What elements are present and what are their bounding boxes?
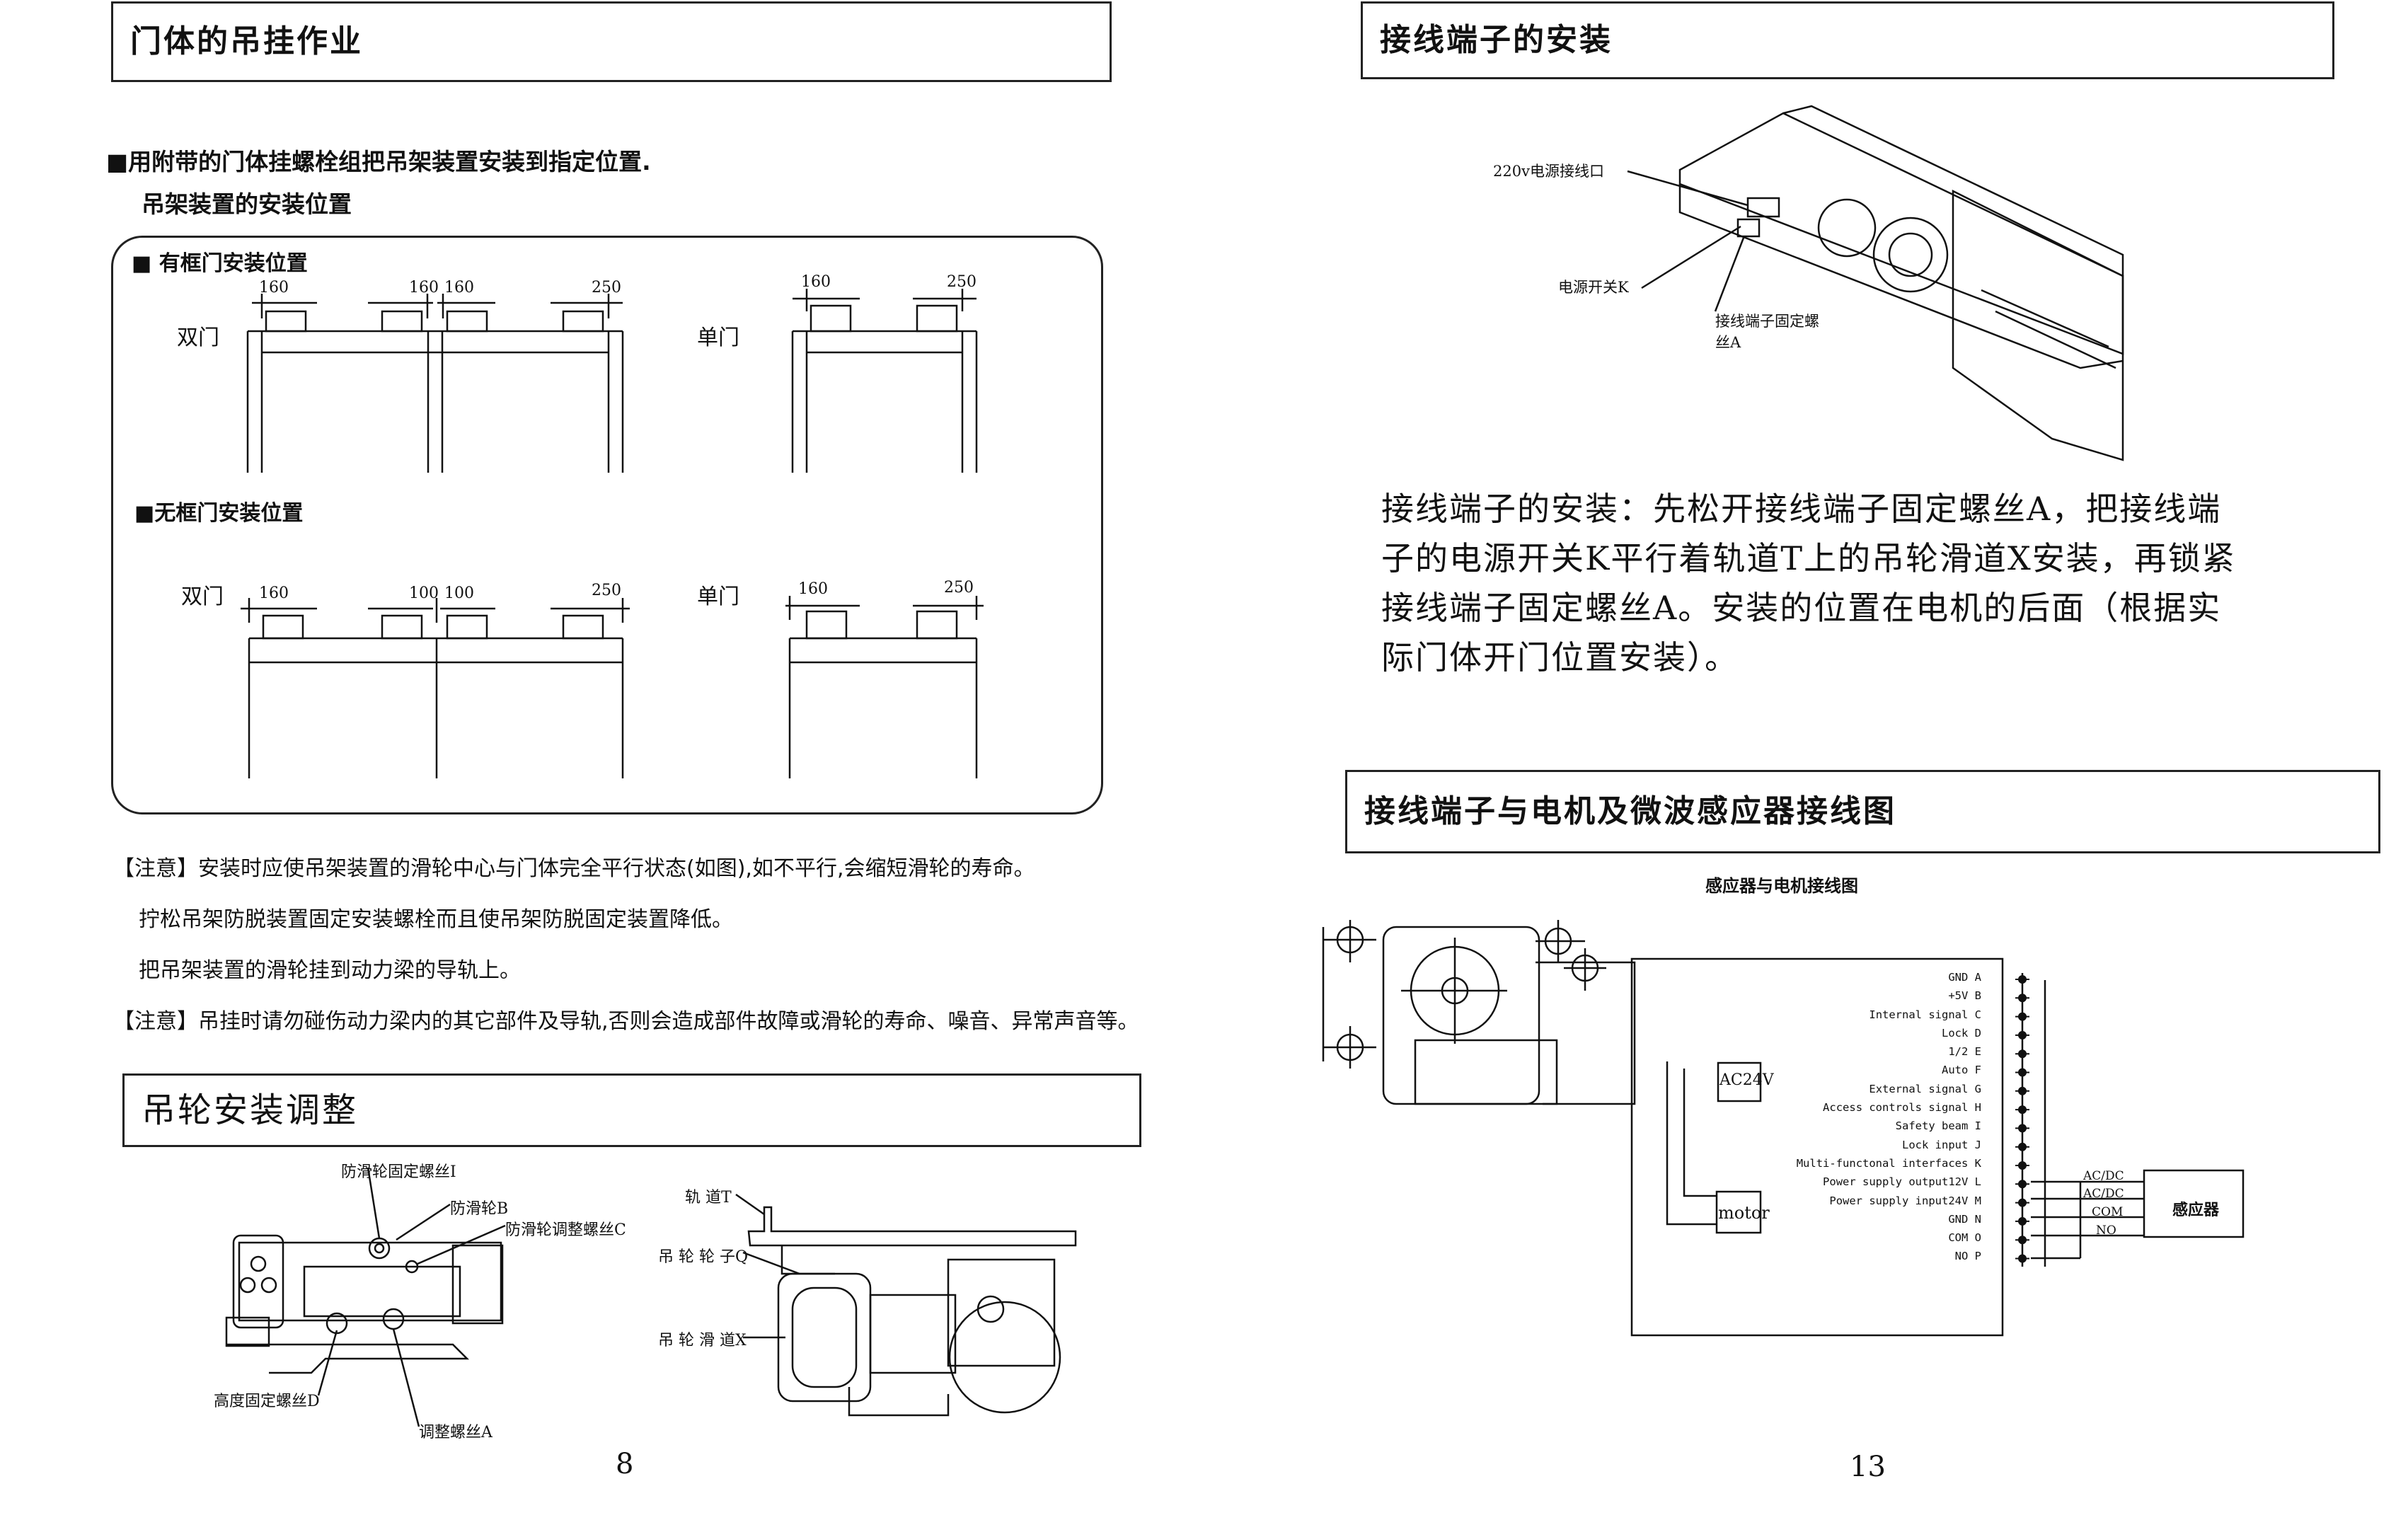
paragraph-line: 接线端子固定螺丝A。安装的位置在电机的后面（根据实 <box>1381 589 2222 627</box>
terminal-label: Access controls signal H <box>1823 1101 1981 1115</box>
label-wheel-q: 吊 轮 轮 子Q <box>658 1248 749 1266</box>
right-title-box: 接线端子的安装 <box>1361 1 2334 79</box>
terminal-label: Lock input J <box>1902 1138 1981 1151</box>
dim-label: 100 <box>409 585 439 602</box>
sensor-wire-label: AC/DC <box>2083 1169 2124 1183</box>
dim-label: 250 <box>592 582 621 599</box>
frameless-heading: ■无框门安装位置 <box>134 501 304 526</box>
dim-label: 250 <box>947 273 977 291</box>
dim-label: 160 <box>409 279 439 296</box>
terminal-list: GND A +5V B Internal signal C Lock D 1/2… <box>1748 971 1981 1269</box>
ac24v-label: AC24V <box>1719 1071 1774 1089</box>
terminal-label: +5V B <box>1948 989 1981 1003</box>
terminal-label: GND A <box>1948 971 1981 984</box>
frameless-double-label: 双门 <box>181 585 224 609</box>
left-page-title: 门体的吊挂作业 <box>130 23 363 59</box>
label-adjust-screw-c: 防滑轮调整螺丝C <box>505 1221 626 1239</box>
dim-label: 100 <box>444 585 474 602</box>
sensor-label: 感应器 <box>2172 1201 2220 1219</box>
label-adjust-screw-a: 调整螺丝A <box>419 1424 492 1441</box>
wiring-title: 接线端子与电机及微波感应器接线图 <box>1364 793 1896 829</box>
note-4: 【注意】吊挂时请勿碰伤动力梁内的其它部件及导轨,否则会造成部件故障或滑轮的寿命、… <box>113 1009 1139 1034</box>
wheel-title: 吊轮安装调整 <box>142 1090 359 1130</box>
label-fixing-screw-a-line2: 丝A <box>1715 334 1741 351</box>
dim-label: 250 <box>592 279 621 296</box>
dim-label: 160 <box>444 279 474 296</box>
terminal-label: Multi-functonal interfaces K <box>1796 1156 1981 1170</box>
note-2: 拧松吊架防脱装置固定安装螺栓而且使吊架防脱固定装置降低。 <box>139 907 733 932</box>
framed-heading: ■ 有框门安装位置 <box>132 251 308 276</box>
terminal-label: 1/2 E <box>1948 1045 1981 1059</box>
instruction-text: ■用附带的门体挂螺栓组把吊架装置安装到指定位置. <box>106 148 651 175</box>
label-anti-slip-screw-i: 防滑轮固定螺丝I <box>341 1163 456 1181</box>
terminal-label: NO P <box>1954 1250 1981 1263</box>
framed-single-label: 单门 <box>697 326 739 350</box>
paragraph-line: 际门体开门位置安装）。 <box>1381 638 1739 676</box>
wiring-title-box: 接线端子与电机及微波感应器接线图 <box>1345 770 2380 853</box>
motor-label: motor <box>1718 1203 1770 1223</box>
paragraph-line: 子的电源开关K平行着轨道T上的吊轮滑道X安装，再锁紧 <box>1381 539 2236 577</box>
right-page-title: 接线端子的安装 <box>1380 22 1613 58</box>
left-page-number: 8 <box>616 1448 634 1480</box>
dim-label: 250 <box>944 579 974 597</box>
install-paragraph: 接线端子的安装：先松开接线端子固定螺丝A，把接线端 子的电源开关K平行着轨道T上… <box>1381 484 2329 682</box>
wheel-title-box: 吊轮安装调整 <box>122 1073 1141 1147</box>
label-anti-slip-wheel-b: 防滑轮B <box>450 1200 509 1218</box>
label-power-switch: 电源开关K <box>1558 279 1629 296</box>
terminal-label: Power supply input24V M <box>1829 1194 1981 1207</box>
label-fixing-screw-a-line1: 接线端子固定螺 <box>1715 313 1819 330</box>
label-track-t: 轨 道T <box>685 1189 732 1207</box>
label-power-port: 220v电源接线口 <box>1493 163 1604 180</box>
subinstruction-text: 吊架装置的安装位置 <box>142 190 352 218</box>
diagram-caption: 感应器与电机接线图 <box>1705 875 1858 896</box>
label-slide-x: 吊 轮 滑 道X <box>658 1332 747 1349</box>
terminal-label: Safety beam I <box>1895 1119 1981 1133</box>
paragraph-line: 接线端子的安装：先松开接线端子固定螺丝A，把接线端 <box>1381 490 2222 528</box>
dim-label: 160 <box>798 580 828 598</box>
framed-double-label: 双门 <box>177 326 219 350</box>
sensor-wire-label: NO <box>2096 1224 2116 1238</box>
terminal-label: External signal G <box>1869 1082 1981 1095</box>
right-page-number: 13 <box>1850 1451 1886 1483</box>
terminal-label: Lock D <box>1942 1026 1981 1040</box>
hanger-position-panel <box>111 236 1103 814</box>
frameless-single-label: 单门 <box>697 585 739 609</box>
left-title-box: 门体的吊挂作业 <box>111 1 1112 82</box>
dim-label: 160 <box>801 273 831 291</box>
terminal-label: Internal signal C <box>1869 1008 1981 1021</box>
dim-label: 160 <box>259 279 289 296</box>
note-3: 把吊架装置的滑轮挂到动力梁的导轨上。 <box>139 958 521 983</box>
terminal-label: GND N <box>1948 1212 1981 1226</box>
sensor-wire-label: AC/DC <box>2083 1187 2124 1201</box>
sensor-wire-label: COM <box>2092 1205 2124 1219</box>
dim-label: 160 <box>259 585 289 602</box>
terminal-label: COM O <box>1948 1231 1981 1245</box>
note-1: 【注意】安装时应使吊架装置的滑轮中心与门体完全平行状态(如图),如不平行,会缩短… <box>113 856 1035 881</box>
terminal-label: Auto F <box>1942 1064 1981 1077</box>
terminal-label: Power supply output12V L <box>1823 1175 1981 1189</box>
label-height-screw-d: 高度固定螺丝D <box>214 1393 320 1410</box>
